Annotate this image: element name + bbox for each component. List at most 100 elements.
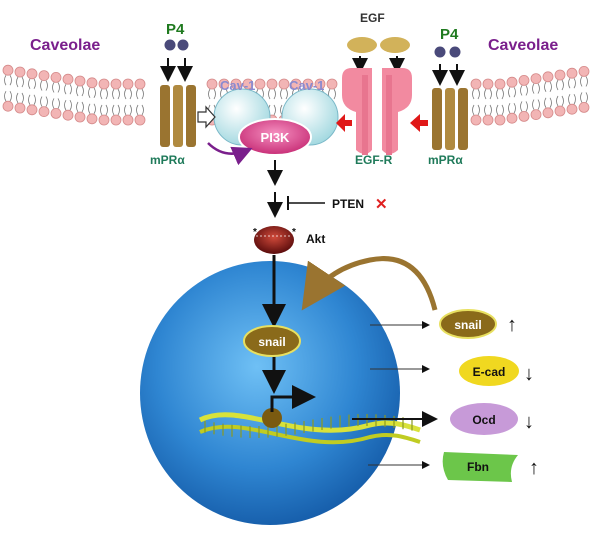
nucleus	[140, 261, 400, 525]
lipid-head	[542, 107, 554, 119]
lipid-head	[230, 78, 242, 90]
mpr-to-pi3k-arrow	[207, 142, 253, 166]
lipid-tail	[496, 104, 504, 116]
lipid-head	[578, 102, 590, 113]
lipid-tail	[136, 88, 144, 100]
lipid-head	[506, 76, 518, 88]
lipid-head	[566, 67, 578, 79]
lipid-head	[314, 78, 326, 90]
lipid-head	[290, 78, 302, 90]
lipid-head	[506, 112, 518, 124]
snail-nucleus-node	[243, 325, 301, 357]
lipid-tail	[472, 88, 480, 100]
snail-regulation-arrow: ↑	[507, 314, 517, 336]
lipid-tail	[100, 104, 108, 116]
lipid-tail	[484, 88, 492, 100]
lipid-head	[554, 105, 566, 117]
lipid-tail	[40, 96, 48, 107]
lipid-tail	[136, 104, 144, 116]
lipid-tail	[532, 99, 540, 110]
lipid-head	[62, 73, 74, 85]
lipid-head	[554, 69, 566, 81]
lipid-tail	[64, 99, 72, 111]
akt-phospho-right: *	[292, 227, 296, 238]
lipid-head	[242, 78, 254, 90]
lipid-head	[470, 78, 482, 90]
lipid-tail	[28, 94, 36, 106]
lipid-head	[26, 104, 38, 116]
ecad-regulation-arrow: ↓	[524, 363, 534, 385]
p4-label-left: P4	[166, 21, 185, 38]
lipid-head	[542, 71, 554, 83]
lipid-head	[86, 113, 98, 125]
lipid-head	[14, 66, 26, 78]
lipid-head	[470, 114, 482, 126]
pi3k-node	[238, 118, 312, 156]
lipid-tail	[112, 88, 120, 100]
lipid-head	[278, 78, 290, 90]
lipid-head	[494, 78, 506, 90]
snail-nucleus-label: snail	[258, 335, 285, 349]
cav1-label-right: Cav-1	[289, 78, 324, 93]
lipid-head	[2, 100, 14, 112]
lipid-tail	[16, 76, 24, 88]
lipid-tail	[568, 77, 576, 89]
lipid-head	[2, 64, 14, 76]
egf-ligand-left	[347, 37, 377, 53]
fbn-regulation-arrow: ↑	[529, 457, 539, 479]
pi3k-label: PI3K	[261, 130, 291, 145]
pten-deleted-mark: ✕	[375, 196, 388, 213]
lipid-tail	[472, 104, 480, 116]
lipid-tail	[52, 98, 60, 109]
lipid-head	[98, 114, 110, 126]
lipid-head	[50, 108, 62, 119]
lipid-head	[494, 114, 506, 126]
lipid-head	[578, 66, 590, 77]
lipid-tail	[544, 81, 552, 93]
lipid-head	[266, 78, 278, 90]
lipid-tail	[88, 87, 96, 99]
egf-ligand-right	[380, 37, 410, 53]
lipid-tail	[496, 88, 504, 100]
transcription-arrow	[270, 385, 316, 412]
snail-output-node	[439, 309, 497, 339]
lipid-head	[98, 78, 110, 90]
lipid-tail	[4, 74, 12, 86]
lipid-head	[74, 111, 86, 123]
lipid-head	[50, 72, 62, 83]
lipid-tail	[40, 80, 48, 91]
mpr-receptor-right	[432, 88, 468, 150]
lipid-tail	[508, 86, 516, 98]
akt-phospho-left: *	[253, 227, 257, 238]
mpr-label-left: mPRα	[150, 153, 185, 167]
ecad-label: E-cad	[473, 365, 506, 379]
lipid-head	[110, 78, 122, 90]
lipid-tail	[124, 88, 132, 100]
lipid-head	[482, 78, 494, 90]
akt-node	[254, 226, 294, 254]
lipid-tail	[556, 95, 564, 107]
fbn-node	[442, 452, 518, 482]
snail-feedback-arrow	[301, 256, 438, 311]
ecad-node	[459, 356, 519, 386]
lipid-head	[218, 78, 230, 90]
lipid-head	[62, 109, 74, 121]
lipid-head	[134, 78, 146, 90]
p4-ligand-right-2	[449, 46, 461, 58]
pten-label: PTEN	[332, 197, 364, 211]
snail-output-label: snail	[454, 318, 481, 332]
lipid-tail	[4, 90, 12, 102]
lipid-tail	[568, 93, 576, 105]
lipid-head	[122, 114, 134, 126]
lipid-head	[14, 102, 26, 114]
lipid-head	[38, 106, 50, 117]
lipid-tail	[520, 101, 528, 112]
lipid-head	[518, 111, 530, 122]
lipid-head	[74, 75, 86, 87]
lipid-head	[134, 114, 146, 126]
egfr-label: EGF-R	[355, 153, 393, 167]
lipid-tail	[208, 88, 216, 100]
lipid-tail	[16, 92, 24, 104]
